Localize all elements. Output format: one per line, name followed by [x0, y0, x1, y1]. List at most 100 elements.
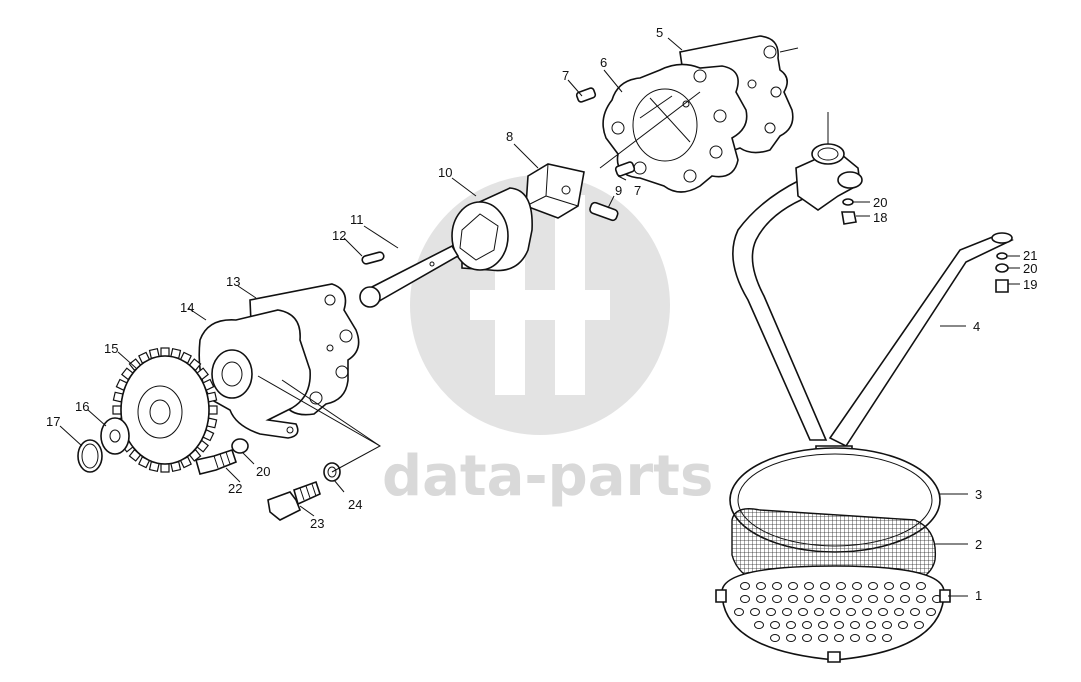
perforation-hole: [802, 634, 812, 642]
perforation-hole: [900, 582, 910, 590]
perforation-hole: [820, 595, 830, 603]
part-7-dowel-pins: [575, 87, 636, 177]
perforation-hole: [916, 595, 926, 603]
perforation-hole: [846, 608, 856, 616]
label-21: 21: [1023, 248, 1037, 263]
perforation-hole: [788, 582, 798, 590]
perforation-hole: [772, 595, 782, 603]
gear-tooth: [160, 347, 170, 357]
label-9: 9: [615, 183, 622, 198]
part-9-pin: [589, 201, 619, 222]
part-labels: 1 2 3 4 5 6 7 7 8 9 10 11 12 13 14 15 16…: [46, 25, 1037, 603]
perforation-hole: [788, 595, 798, 603]
perforation-hole: [868, 582, 878, 590]
watermark: data-parts: [382, 175, 713, 509]
part-4-suction-pipe: [732, 112, 1014, 475]
label-13: 13: [226, 274, 240, 289]
perforation-hole: [770, 621, 780, 629]
perforation-hole: [804, 582, 814, 590]
perforation-hole: [914, 621, 924, 629]
label-3: 3: [975, 487, 982, 502]
part-10-outer-rotor: [451, 187, 533, 272]
gear-tooth: [160, 463, 170, 473]
perforation-hole: [862, 608, 872, 616]
label-11: 11: [350, 212, 364, 227]
part-14-gear-housing: [198, 309, 311, 439]
label-8: 8: [506, 129, 513, 144]
label-15: 15: [104, 341, 118, 356]
perforation-hole: [830, 608, 840, 616]
part-15-drive-gear: [112, 347, 218, 473]
perforation-hole: [786, 634, 796, 642]
label-16: 16: [75, 399, 89, 414]
part-1-strainer-base: [715, 565, 951, 663]
label-18: 18: [873, 210, 887, 225]
perforation-hole: [770, 634, 780, 642]
part-12-key: [361, 251, 385, 265]
part-11-shaft: [359, 244, 460, 308]
perforation-hole: [900, 595, 910, 603]
perforation-hole: [878, 608, 888, 616]
assembly-lines: [257, 91, 701, 473]
perforation-hole: [820, 582, 830, 590]
label-22: 22: [228, 481, 242, 496]
perforation-hole: [818, 621, 828, 629]
label-20-lower: 20: [256, 464, 270, 479]
perforation-hole: [926, 608, 936, 616]
perforation-hole: [868, 595, 878, 603]
gear-tooth: [112, 405, 122, 415]
perforation-hole: [866, 621, 876, 629]
fasteners-top-right: [841, 198, 1009, 293]
perforation-hole: [834, 634, 844, 642]
label-23: 23: [310, 516, 324, 531]
label-1: 1: [975, 588, 982, 603]
perforation-hole: [884, 582, 894, 590]
perforation-hole: [852, 582, 862, 590]
perforation-hole: [734, 608, 744, 616]
perforation-hole: [814, 608, 824, 616]
perforation-hole: [750, 608, 760, 616]
part-23-bolt: [267, 480, 321, 521]
label-20-right: 20: [1023, 261, 1037, 276]
part-6-pump-housing: [602, 63, 748, 193]
label-4: 4: [973, 319, 980, 334]
part-17-circlip: [77, 439, 103, 473]
label-20-upper: 20: [873, 195, 887, 210]
perforation-hole: [866, 634, 876, 642]
perforation-hole: [894, 608, 904, 616]
perforation-hole: [804, 595, 814, 603]
perforation-hole: [786, 621, 796, 629]
perforation-hole: [882, 621, 892, 629]
perforation-hole: [850, 634, 860, 642]
perforation-hole: [740, 595, 750, 603]
perforation-hole: [740, 582, 750, 590]
label-7-upper: 7: [562, 68, 569, 83]
perforation-hole: [882, 634, 892, 642]
part-22-bolt: [194, 448, 237, 475]
perforation-hole: [834, 621, 844, 629]
gear-tooth: [208, 405, 218, 415]
label-17: 17: [46, 414, 60, 429]
label-14: 14: [180, 300, 194, 315]
label-12: 12: [332, 228, 346, 243]
perforation-hole: [852, 595, 862, 603]
perforation-hole: [754, 621, 764, 629]
perforation-hole: [802, 621, 812, 629]
label-24: 24: [348, 497, 362, 512]
perforation-hole: [818, 634, 828, 642]
label-10: 10: [438, 165, 452, 180]
perforation-hole: [898, 621, 908, 629]
perforation-hole: [884, 595, 894, 603]
part-8-inner-rotor: [525, 163, 585, 219]
watermark-text: data-parts: [382, 444, 713, 509]
perforation-hole: [782, 608, 792, 616]
perforation-hole: [836, 595, 846, 603]
leader-lines: [59, 37, 1020, 597]
perforation-hole: [798, 608, 808, 616]
perforation-hole: [766, 608, 776, 616]
label-19: 19: [1023, 277, 1037, 292]
label-6: 6: [600, 55, 607, 70]
label-2: 2: [975, 537, 982, 552]
perforation-hole: [772, 582, 782, 590]
